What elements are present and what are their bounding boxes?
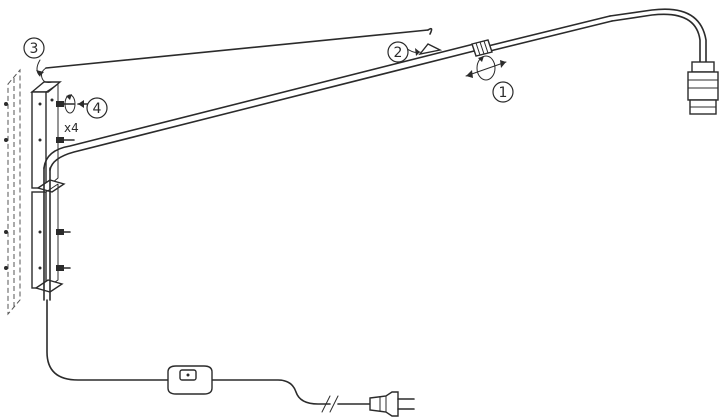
callout-step-3: 3 bbox=[23, 37, 45, 59]
callout-step-4-label: 4 bbox=[93, 101, 102, 117]
rod-hook-arrow-icon bbox=[36, 59, 44, 77]
wall-outline bbox=[4, 68, 21, 316]
callout-step-3-label: 3 bbox=[30, 41, 39, 57]
callout-step-2: 2 bbox=[387, 41, 409, 63]
arm-coupling bbox=[471, 39, 493, 57]
support-rod bbox=[41, 27, 443, 83]
callout-step-1-label: 1 bbox=[499, 85, 508, 101]
callout-step-1: 1 bbox=[492, 81, 514, 103]
rotation-arrow-icon bbox=[465, 55, 507, 81]
screw-2 bbox=[56, 137, 75, 143]
arm-extension bbox=[609, 8, 707, 63]
screw-4 bbox=[56, 265, 71, 271]
screw-rotation-icon bbox=[64, 94, 91, 114]
screw-1 bbox=[56, 101, 75, 107]
vertical-pole bbox=[43, 167, 51, 301]
swing-arm bbox=[43, 15, 613, 171]
inline-switch bbox=[167, 365, 213, 395]
screw-multiplier-label: x4 bbox=[64, 121, 79, 135]
power-cable bbox=[46, 299, 371, 413]
screws bbox=[56, 101, 75, 271]
callout-step-4: 4 bbox=[86, 97, 108, 119]
lower-wall-bracket bbox=[31, 183, 64, 293]
lamp-socket bbox=[687, 61, 719, 115]
screw-3 bbox=[56, 229, 71, 235]
power-plug bbox=[369, 391, 415, 417]
upper-wall-bracket bbox=[30, 81, 66, 193]
callout-step-2-label: 2 bbox=[394, 45, 403, 61]
